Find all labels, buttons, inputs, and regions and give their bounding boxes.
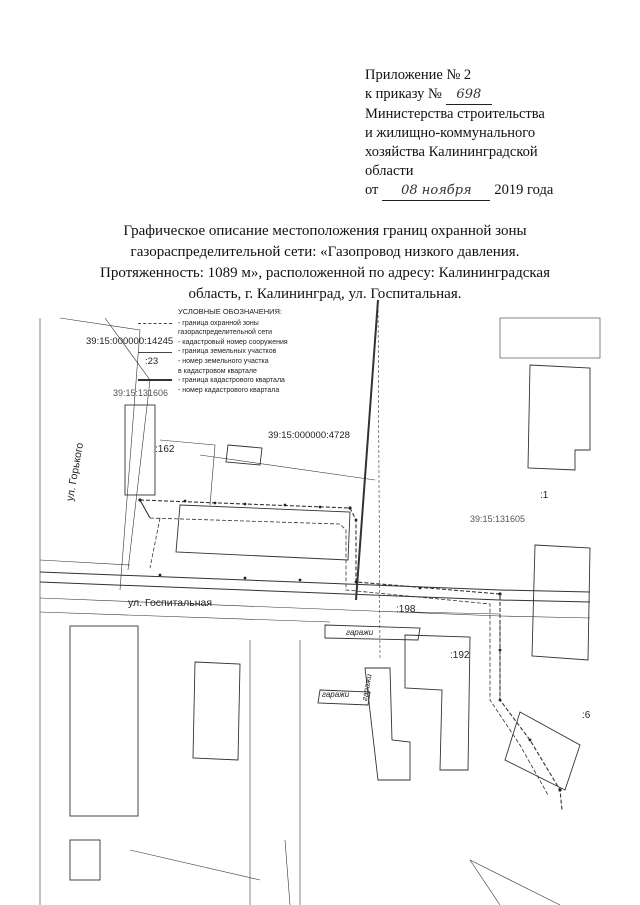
legend-symbol-structure: 39:15:000000:14245	[86, 336, 174, 347]
legend-item: - номер кадастрового квартала	[138, 386, 318, 396]
legend-item: - граница земельных участков	[138, 347, 318, 357]
legend-item: - кадастровый номер сооружения	[138, 338, 318, 348]
date-prefix: от	[365, 182, 379, 198]
legend-text: в кадастровом квартале	[178, 367, 257, 375]
parcel-label-6: :6	[582, 710, 591, 721]
legend-text: - номер земельного участка	[178, 357, 269, 365]
appendix-line-4: и жилищно-коммунального	[365, 125, 536, 141]
legend-item: в кадастровом квартале	[138, 367, 318, 377]
order-number-handwritten: 698	[445, 85, 492, 105]
map-legend: УСЛОВНЫЕ ОБОЗНАЧЕНИЯ: - граница охранной…	[138, 307, 318, 395]
legend-item: - граница кадастрового квартала	[138, 376, 318, 386]
legend-symbol-zone	[138, 319, 172, 328]
structure-number-label: 39:15:000000:4728	[268, 430, 350, 441]
appendix-line-5: хозяйства Калининградской	[365, 144, 538, 160]
appendix-line-3: Министерства строительства	[365, 106, 545, 122]
date-suffix: 2019 года	[494, 182, 554, 198]
appendix-line-1: Приложение № 2	[365, 67, 472, 83]
appendix-line-6: области	[365, 163, 414, 179]
legend-heading: УСЛОВНЫЕ ОБОЗНАЧЕНИЯ:	[178, 307, 283, 316]
legend-symbol-parcel-number: :23	[145, 356, 159, 367]
legend-text: - граница земельных участков	[178, 348, 277, 356]
date-handwritten: 08 ноября	[382, 181, 491, 201]
parcel-label-192: :192	[450, 650, 470, 661]
legend-symbol-quarter	[138, 376, 172, 385]
parcel-label-162: :162	[155, 444, 175, 455]
legend-text: - номер кадастрового квартала	[178, 386, 280, 394]
legend-symbol-quarter-number: 39:15:131606	[113, 388, 169, 398]
garages-label: гаражи	[346, 628, 374, 637]
legend-text: - граница охранной зоны	[178, 319, 259, 327]
title-line-4: область, г. Калининград, ул. Госпитальна…	[188, 286, 462, 302]
legend-item: - граница охранной зоны	[138, 319, 318, 329]
parcel-label-1: :1	[540, 490, 549, 501]
order-prefix: к приказу №	[365, 86, 442, 102]
legend-item: газораспределительной сети	[138, 328, 318, 338]
street-label-gospitalnaya: ул. Госпитальная	[128, 597, 213, 609]
quarter-number-label: 39:15:131605	[470, 514, 526, 524]
legend-text: газораспределительной сети	[178, 329, 273, 337]
legend-item: - номер земельного участка	[138, 357, 318, 367]
cadastral-map	[39, 300, 601, 905]
legend-text: - граница кадастрового квартала	[178, 377, 285, 385]
title-line-2: газораспределительной сети: «Газопровод …	[130, 244, 520, 260]
legend-symbol-parcel	[138, 348, 172, 357]
legend-text: - кадастровый номер сооружения	[178, 338, 288, 346]
garages-label: гаражи	[322, 690, 350, 699]
document-title: Графическое описание местоположения гран…	[60, 221, 590, 305]
title-line-1: Графическое описание местоположения гран…	[123, 223, 527, 239]
parcel-label-198: :198	[396, 604, 416, 615]
title-line-3: Протяженность: 1089 м», расположенной по…	[100, 265, 550, 281]
